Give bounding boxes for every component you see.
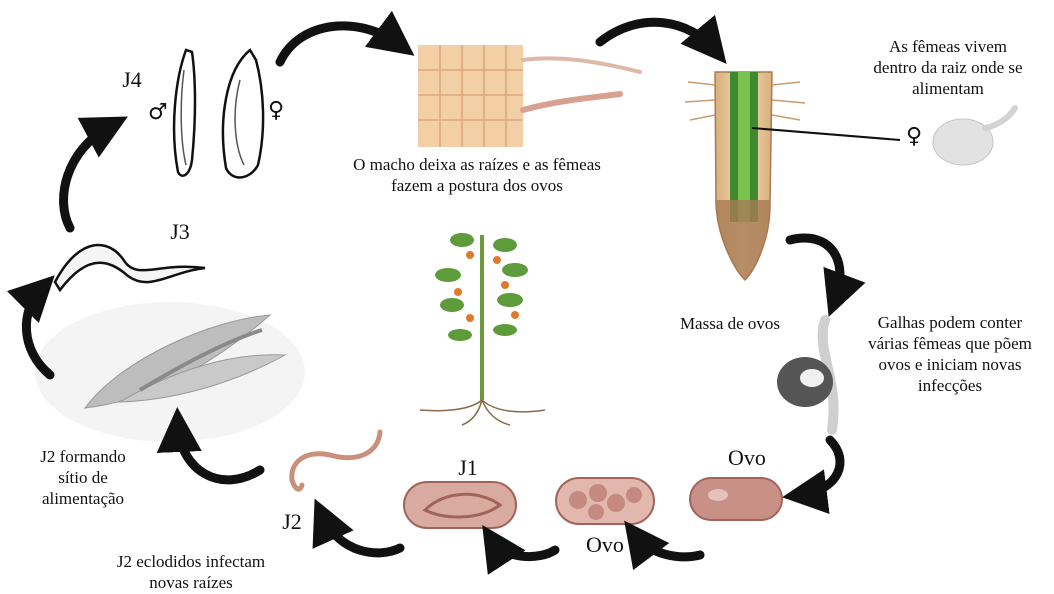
arrow-j1-to-j2 — [322, 515, 400, 553]
label-ovo-right: Ovo — [712, 446, 782, 470]
arrow-egg-to-egg — [635, 535, 700, 557]
j2-feeding-site — [35, 302, 305, 442]
label-j4: J4 — [112, 68, 152, 92]
female-symbol-right: ♀ — [906, 124, 922, 149]
label-j2-feeding: J2 formando sítio de alimentação — [8, 446, 158, 509]
j2-hatched-nematode — [292, 432, 380, 489]
arrow-root-to-gall — [790, 238, 840, 300]
label-j2-hatched: J2 eclodidos infectam novas raízes — [86, 551, 296, 593]
j3-nematode — [55, 245, 205, 290]
label-male-leaves: O macho deixa as raízes e as fêmeas faze… — [322, 154, 632, 196]
root-cross-section — [685, 72, 900, 280]
arrow-root-to-root — [600, 22, 715, 50]
label-females-live: As fêmeas vivem dentro da raiz onde se a… — [848, 36, 1048, 99]
label-j3: J3 — [160, 220, 200, 244]
tomato-plant — [420, 233, 545, 425]
gall-egg-mass — [777, 320, 834, 430]
arrow-j4-to-root — [280, 26, 400, 62]
arrow-gall-to-egg — [800, 440, 840, 495]
j4-female-nematode — [223, 50, 263, 177]
label-j2: J2 — [272, 510, 312, 534]
egg-j1 — [404, 482, 516, 528]
arrow-j3-to-j4 — [64, 125, 112, 228]
adult-female-nematode — [933, 108, 1015, 165]
label-ovo-bottom: Ovo — [570, 533, 640, 557]
egg-single — [690, 478, 782, 520]
j4-male-nematode — [174, 50, 195, 176]
label-galls: Galhas podem conter várias fêmeas que põ… — [852, 312, 1048, 396]
arrow-egg-to-j1 — [492, 540, 555, 557]
label-j1: J1 — [448, 456, 488, 480]
label-egg-mass: Massa de ovos — [660, 313, 800, 334]
egg-cells — [556, 478, 654, 524]
female-symbol: ♀ — [268, 98, 284, 123]
male-symbol: ♂ — [148, 100, 168, 125]
root-tissue-cells — [418, 45, 640, 147]
